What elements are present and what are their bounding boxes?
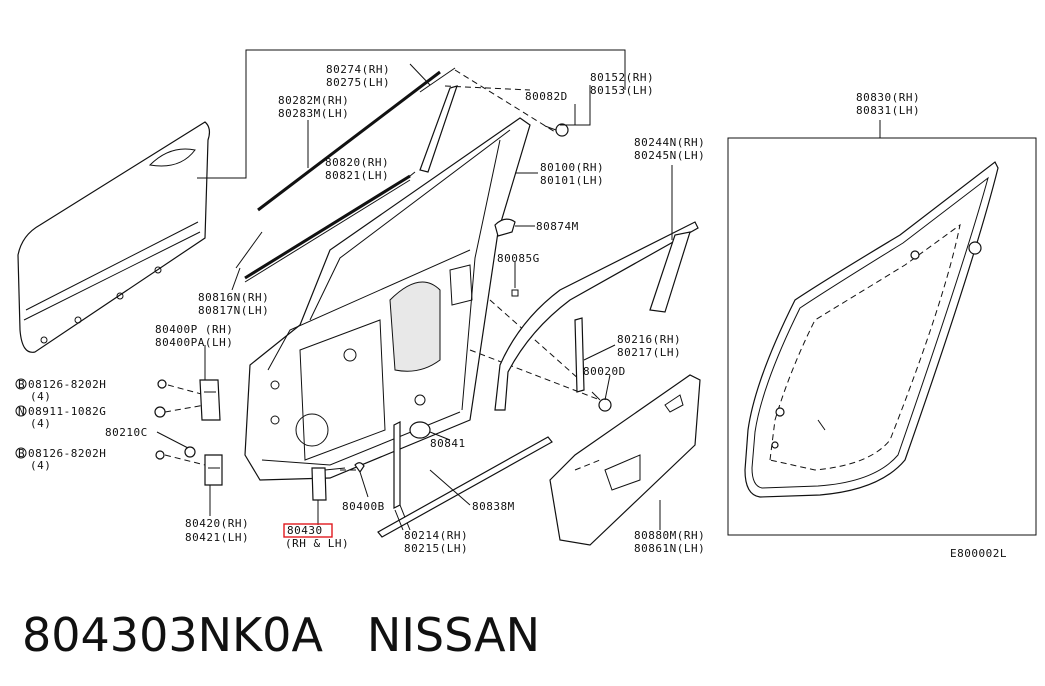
bolt-b2-letter: B [18,447,25,460]
exploded-parts-diagram: 80274(RH) 80275(LH) 80282M(RH) 80283M(LH… [15,49,1037,560]
label-80020d: 80020D [583,365,626,378]
label-80817n: 80817N(LH) [198,304,269,317]
bolt-n-letter: N [18,405,25,418]
label-80861n: 80861N(LH) [634,542,705,555]
brand-name: NISSAN [366,608,541,662]
door-hinges [154,379,223,486]
highlight-80430-box [283,523,333,538]
label-80152: 80152(RH) [590,71,654,84]
label-08126-a: 08126-8202H [28,378,106,391]
door-inner-frame [244,117,531,481]
dashed-leaders [164,299,601,471]
label-80210c: 80210C [105,426,148,439]
label-80082d: 80082D [525,90,568,103]
label-80153: 80153(LH) [590,84,654,97]
bolt-n-icon [15,405,27,417]
label-80275: 80275(LH) [326,76,390,89]
window-moldings [235,67,561,283]
door-check-link [311,462,365,522]
label-80831: 80831(LH) [856,104,920,117]
label-80830: 80830(RH) [856,91,920,104]
label-80214: 80214(RH) [404,529,468,542]
label-80244n: 80244N(RH) [634,136,705,149]
small-fasteners [409,123,612,439]
diagram-code: E800002L [950,547,1007,560]
label-80400b: 80400B [342,500,385,513]
bolt-b2-icon [15,447,27,459]
label-80216: 80216(RH) [617,333,681,346]
label-80430-sub: (RH & LH) [285,537,349,550]
leader-frame [197,49,626,179]
label-08126-b: 08126-8202H [28,447,106,460]
label-80100: 80100(RH) [540,161,604,174]
label-80880m: 80880M(RH) [634,529,705,542]
label-80841: 80841 [430,437,466,450]
sash-and-molding [377,317,585,538]
label-80874m: 80874M [536,220,579,233]
label-08911-qty: (4) [30,417,51,430]
sealing-screen [549,374,701,546]
label-80274: 80274(RH) [326,63,390,76]
label-80400p: 80400P (RH) [155,323,233,336]
bolt-b-icon [15,378,27,390]
label-80838m: 80838M [472,500,515,513]
bolt-b-letter: B [18,378,25,391]
label-08911: 08911-1082G [28,405,106,418]
label-08126-b-qty: (4) [30,459,51,472]
label-80821: 80821(LH) [325,169,389,182]
part-number: 804303NK0A [22,608,323,662]
label-80430: 80430 [287,524,323,537]
outer-sash [494,221,699,411]
label-80820: 80820(RH) [325,156,389,169]
part-labels: 80274(RH) 80275(LH) 80282M(RH) 80283M(LH… [15,63,1007,560]
label-80421: 80421(LH) [185,531,249,544]
weatherstrip-box [727,120,1037,536]
label-80217: 80217(LH) [617,346,681,359]
label-80816n: 80816N(RH) [198,291,269,304]
label-80215: 80215(LH) [404,542,468,555]
label-80420: 80420(RH) [185,517,249,530]
label-08126-a-qty: (4) [30,390,51,403]
label-80085g: 80085G [497,252,540,265]
label-80245n: 80245N(LH) [634,149,705,162]
label-80101: 80101(LH) [540,174,604,187]
label-80282m: 80282M(RH) [278,94,349,107]
label-80400pa: 80400PA(LH) [155,336,233,349]
part-footer: 804303NK0A NISSAN [22,600,540,670]
door-outer-panel [17,121,211,353]
label-leaders [156,63,673,531]
label-80283m: 80283M(LH) [278,107,349,120]
